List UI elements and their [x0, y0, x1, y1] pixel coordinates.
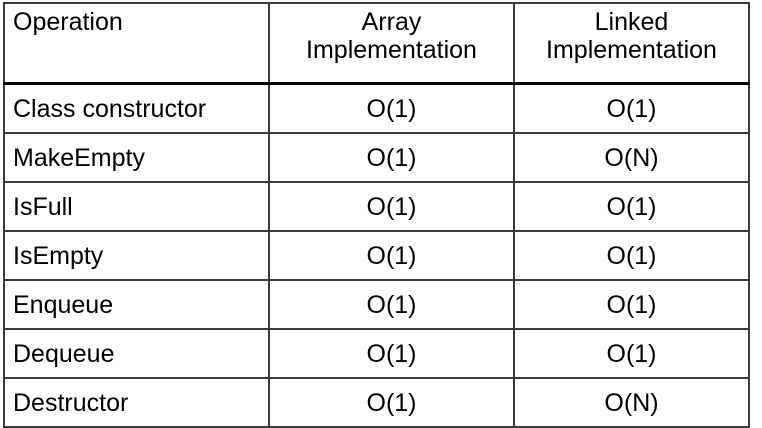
table-row: IsEmpty O(1) O(1) — [3, 230, 750, 281]
cell-array-value: O(1) — [366, 388, 417, 417]
cell-operation: IsFull — [3, 181, 270, 232]
column-header-linked-implementation: Linked Implementation — [513, 2, 750, 85]
cell-linked-complexity: O(N) — [513, 132, 750, 183]
cell-operation: Enqueue — [3, 279, 270, 330]
cell-operation-label: Dequeue — [13, 339, 115, 368]
cell-array-complexity: O(1) — [268, 279, 515, 330]
cell-array-value: O(1) — [366, 143, 417, 172]
column-header-linked-line2: Implementation — [546, 36, 717, 64]
complexity-table: Operation Array Implementation Linked Im… — [3, 2, 750, 428]
column-header-array-line1: Array — [361, 8, 422, 36]
cell-array-complexity: O(1) — [268, 230, 515, 281]
cell-operation: IsEmpty — [3, 230, 270, 281]
column-header-array-line2: Implementation — [306, 36, 477, 64]
cell-array-value: O(1) — [366, 241, 417, 270]
table-row: MakeEmpty O(1) O(N) — [3, 132, 750, 183]
cell-linked-value: O(N) — [604, 143, 659, 172]
cell-operation-label: Enqueue — [13, 290, 114, 319]
cell-operation-label: Destructor — [13, 388, 129, 417]
table-row: Enqueue O(1) O(1) — [3, 279, 750, 330]
table-row: Dequeue O(1) O(1) — [3, 328, 750, 379]
cell-operation: Class constructor — [3, 82, 270, 134]
cell-operation-label: IsEmpty — [13, 241, 104, 270]
cell-operation-label: MakeEmpty — [13, 143, 145, 172]
table-header: Operation Array Implementation Linked Im… — [3, 2, 750, 85]
cell-array-value: O(1) — [366, 339, 417, 368]
cell-operation: Dequeue — [3, 328, 270, 379]
column-header-array-implementation: Array Implementation — [268, 2, 515, 85]
table-body: Class constructor O(1) O(1) MakeEmpty O(… — [3, 82, 750, 428]
cell-linked-value: O(1) — [606, 339, 657, 368]
cell-array-value: O(1) — [366, 290, 417, 319]
cell-array-value: O(1) — [366, 192, 417, 221]
cell-linked-value: O(N) — [604, 388, 659, 417]
cell-linked-complexity: O(1) — [513, 328, 750, 379]
column-header-linked-line1: Linked — [594, 8, 669, 36]
cell-linked-complexity: O(1) — [513, 181, 750, 232]
cell-operation-label: IsFull — [13, 192, 73, 221]
cell-linked-complexity: O(1) — [513, 279, 750, 330]
cell-operation: MakeEmpty — [3, 132, 270, 183]
cell-operation-label: Class constructor — [13, 94, 207, 123]
cell-linked-complexity: O(1) — [513, 230, 750, 281]
cell-array-complexity: O(1) — [268, 82, 515, 134]
table-row: Class constructor O(1) O(1) — [3, 82, 750, 134]
cell-linked-value: O(1) — [606, 241, 657, 270]
column-header-operation-label: Operation — [13, 8, 123, 36]
cell-linked-value: O(1) — [606, 290, 657, 319]
table-row: IsFull O(1) O(1) — [3, 181, 750, 232]
cell-array-complexity: O(1) — [268, 181, 515, 232]
cell-linked-value: O(1) — [606, 192, 657, 221]
column-header-operation: Operation — [3, 2, 270, 85]
cell-array-complexity: O(1) — [268, 328, 515, 379]
cell-array-value: O(1) — [366, 94, 417, 123]
cell-linked-value: O(1) — [606, 94, 657, 123]
table-header-row: Operation Array Implementation Linked Im… — [3, 2, 750, 85]
cell-linked-complexity: O(1) — [513, 82, 750, 134]
cell-array-complexity: O(1) — [268, 132, 515, 183]
